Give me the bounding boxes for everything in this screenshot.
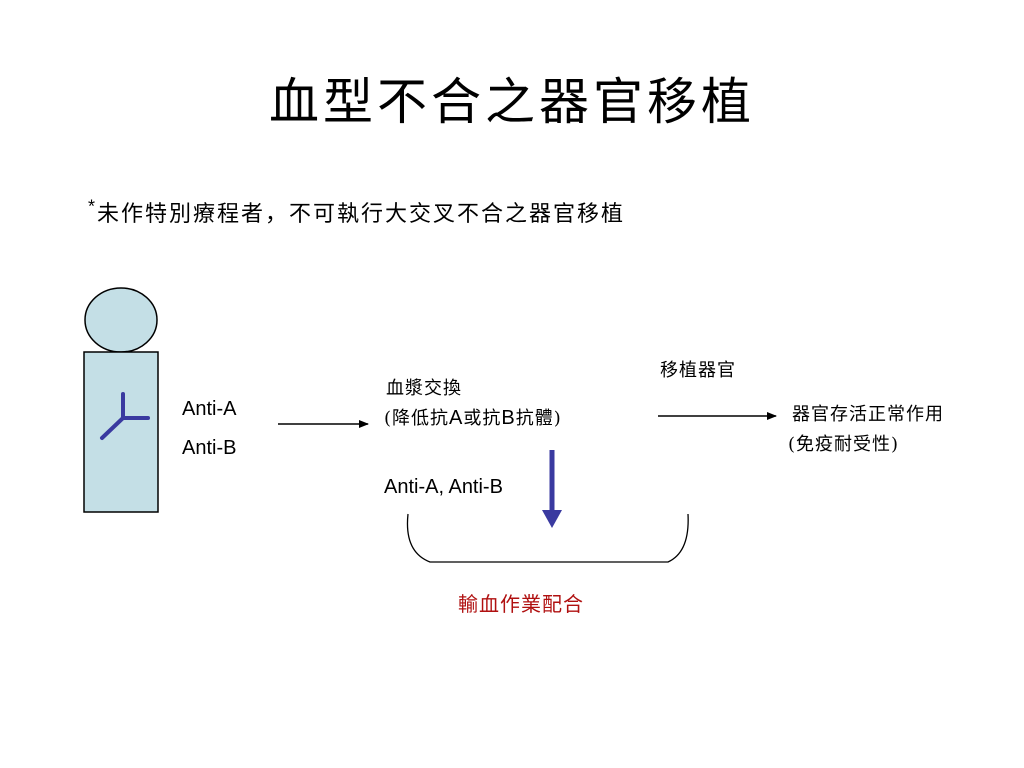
- plasma-exchange-detail: (降低抗A或抗B抗體): [384, 404, 562, 430]
- transplant-organ-label: 移植器官: [660, 360, 736, 381]
- note-body: 未作特別療程者，不可執行大交叉不合之器官移植: [97, 202, 626, 227]
- note-text: *未作特別療程者，不可執行大交叉不合之器官移植: [88, 196, 625, 228]
- removed-antibodies-label: Anti-A, Anti-B: [384, 476, 503, 498]
- outcome-line-2: (免疫耐受性): [788, 434, 900, 455]
- note-star: *: [88, 196, 98, 217]
- detail-b: B: [501, 407, 516, 429]
- plasma-exchange-title: 血漿交換: [386, 378, 462, 399]
- detail-a: A: [449, 407, 464, 429]
- person-body: [83, 351, 159, 513]
- transfusion-coordination-label: 輸血作業配合: [458, 592, 584, 616]
- detail-or: 或抗: [463, 408, 502, 429]
- antibody-label-a: Anti-A: [182, 398, 237, 420]
- down-arrow-icon: [542, 450, 562, 528]
- bracket: [406, 513, 689, 563]
- person-head: [84, 287, 158, 353]
- outcome-line-1: 器官存活正常作用: [792, 404, 944, 425]
- detail-close: 抗體): [515, 408, 562, 429]
- slide-title: 血型不合之器官移植: [269, 73, 755, 131]
- antibody-label-b: Anti-B: [182, 437, 237, 459]
- antibody-icon: [100, 392, 150, 440]
- detail-open: (降低抗: [384, 408, 450, 429]
